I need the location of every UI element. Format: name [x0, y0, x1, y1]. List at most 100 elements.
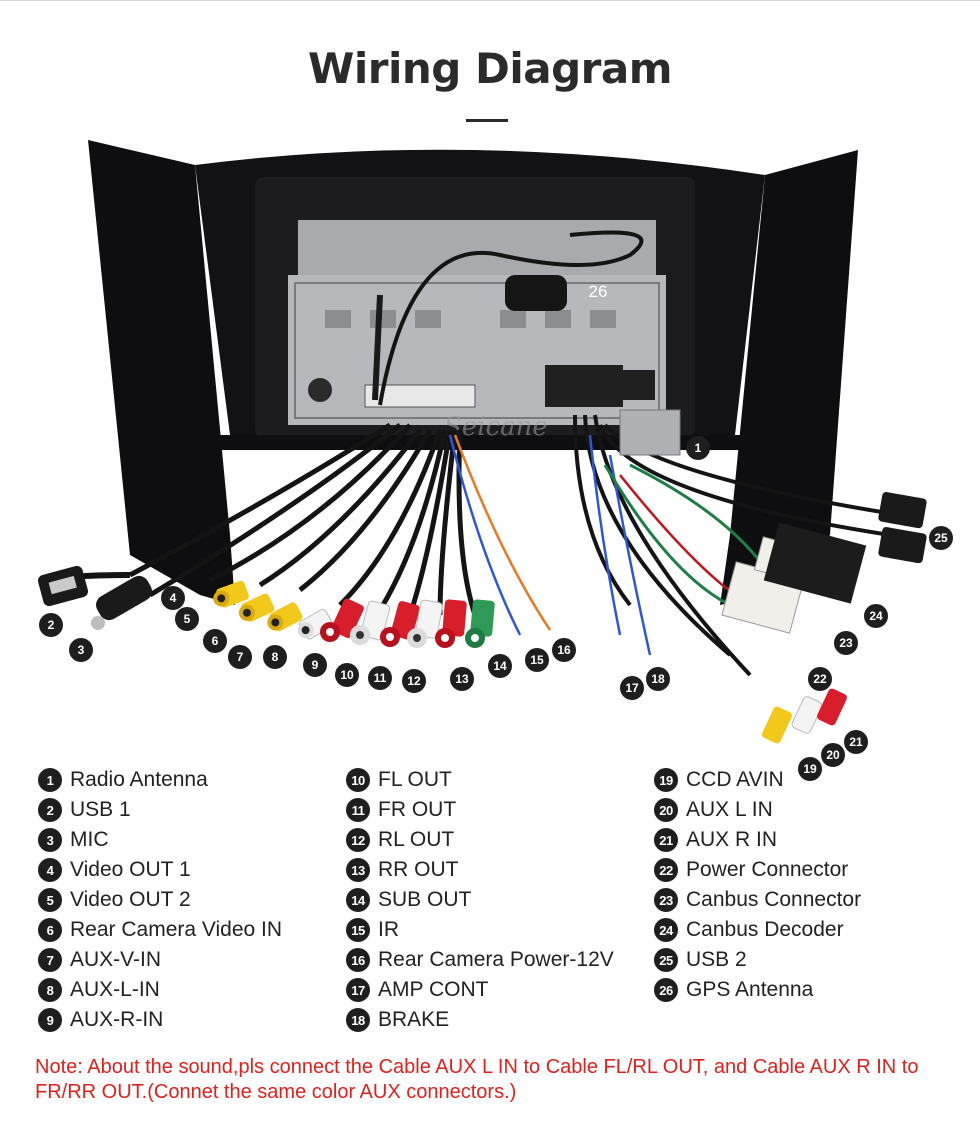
legend-number-badge: 17 — [346, 978, 370, 1002]
svg-text:15: 15 — [530, 653, 544, 667]
legend-label: AUX L IN — [686, 798, 773, 821]
svg-text:5: 5 — [184, 612, 191, 626]
title-underline — [466, 119, 508, 122]
callout-5: 5 — [175, 607, 199, 631]
wiring-photo: Seicane — [37, 140, 953, 781]
callout-1: 1 — [686, 436, 710, 460]
legend-label: FR OUT — [378, 798, 457, 821]
callout-21: 21 — [844, 730, 868, 754]
svg-text:3: 3 — [78, 643, 85, 657]
wiring-note: Note: About the sound,pls connect the Ca… — [35, 1056, 919, 1103]
legend-item: 6 Rear Camera Video IN — [38, 915, 282, 945]
legend-label: RL OUT — [378, 828, 455, 851]
usb1-connector — [37, 565, 131, 607]
callout-9: 9 — [303, 653, 327, 677]
legend-number-badge: 26 — [654, 978, 678, 1002]
right-harness — [573, 414, 901, 677]
callout-16: 16 — [552, 638, 576, 662]
svg-text:13: 13 — [455, 672, 469, 686]
callout-22: 22 — [808, 667, 832, 691]
legend-number-badge: 8 — [38, 978, 62, 1002]
callout-20: 20 — [821, 743, 845, 767]
callout-23: 23 — [834, 631, 858, 655]
legend-label: BRAKE — [378, 1008, 450, 1031]
top-divider — [0, 0, 980, 1]
svg-text:17: 17 — [625, 681, 639, 695]
legend-number-badge: 4 — [38, 858, 62, 882]
svg-text:8: 8 — [272, 650, 279, 664]
svg-text:26: 26 — [589, 282, 608, 301]
legend-number-badge: 11 — [346, 798, 370, 822]
page-title: Wiring Diagram — [308, 44, 672, 93]
callout-17: 17 — [620, 676, 644, 700]
gps-antenna — [372, 230, 644, 406]
legend-label: GPS Antenna — [686, 978, 814, 1001]
svg-text:14: 14 — [493, 659, 507, 673]
legend-number-badge: 22 — [654, 858, 678, 882]
callout-25: 25 — [929, 526, 953, 550]
callout-14: 14 — [488, 654, 512, 678]
legend-number-badge: 9 — [38, 1008, 62, 1032]
left-thin-wires — [448, 434, 552, 636]
legend-number-badge: 15 — [346, 918, 370, 942]
svg-text:16: 16 — [557, 643, 571, 657]
svg-text:23: 23 — [839, 636, 853, 650]
legend-label: MIC — [70, 828, 109, 851]
legend-number-badge: 3 — [38, 828, 62, 852]
callout-7: 7 — [228, 645, 252, 669]
legend-label: AUX-L-IN — [70, 978, 160, 1001]
mic-connector — [91, 575, 152, 630]
callout-badges: 1 2 3 4 5 6 7 8 9 10 11 12 13 14 15 16 1… — [39, 282, 953, 781]
legend-number-badge: 25 — [654, 948, 678, 972]
legend-number-badge: 24 — [654, 918, 678, 942]
legend-label: Rear Camera Video IN — [70, 918, 283, 941]
svg-text:11: 11 — [374, 671, 387, 685]
legend-item: 17 AMP CONT — [346, 975, 614, 1005]
legend-number-badge: 1 — [38, 768, 62, 792]
legend-item: 24 Canbus Decoder — [654, 915, 861, 945]
legend-label: Rear Camera Power-12V — [378, 948, 614, 971]
legend-item: 11 FR OUT — [346, 795, 614, 825]
head-unit — [288, 220, 666, 425]
legend-label: IR — [378, 918, 399, 941]
right-connectors — [619, 409, 927, 744]
svg-text:22: 22 — [813, 672, 827, 686]
legend-number-badge: 16 — [346, 948, 370, 972]
legend-number-badge: 5 — [38, 888, 62, 912]
callout-3: 3 — [69, 638, 93, 662]
svg-text:9: 9 — [312, 658, 319, 672]
left-harness — [128, 422, 478, 616]
callout-11: 11 — [368, 666, 392, 690]
legend-number-badge: 19 — [654, 768, 678, 792]
legend-number-badge: 6 — [38, 918, 62, 942]
callout-26: 26 — [589, 282, 608, 301]
callout-6: 6 — [203, 629, 227, 653]
legend-label: Canbus Decoder — [686, 918, 844, 941]
callout-10: 10 — [335, 663, 359, 687]
legend-label: AMP CONT — [378, 978, 489, 1001]
legend-number-badge: 2 — [38, 798, 62, 822]
legend-number-badge: 23 — [654, 888, 678, 912]
svg-text:20: 20 — [826, 748, 840, 762]
svg-text:19: 19 — [803, 762, 817, 776]
svg-text:1: 1 — [695, 441, 702, 455]
legend-label: SUB OUT — [378, 888, 472, 911]
svg-text:25: 25 — [934, 531, 948, 545]
svg-text:12: 12 — [407, 674, 421, 688]
callout-19: 19 — [798, 757, 822, 781]
callout-24: 24 — [864, 604, 888, 628]
